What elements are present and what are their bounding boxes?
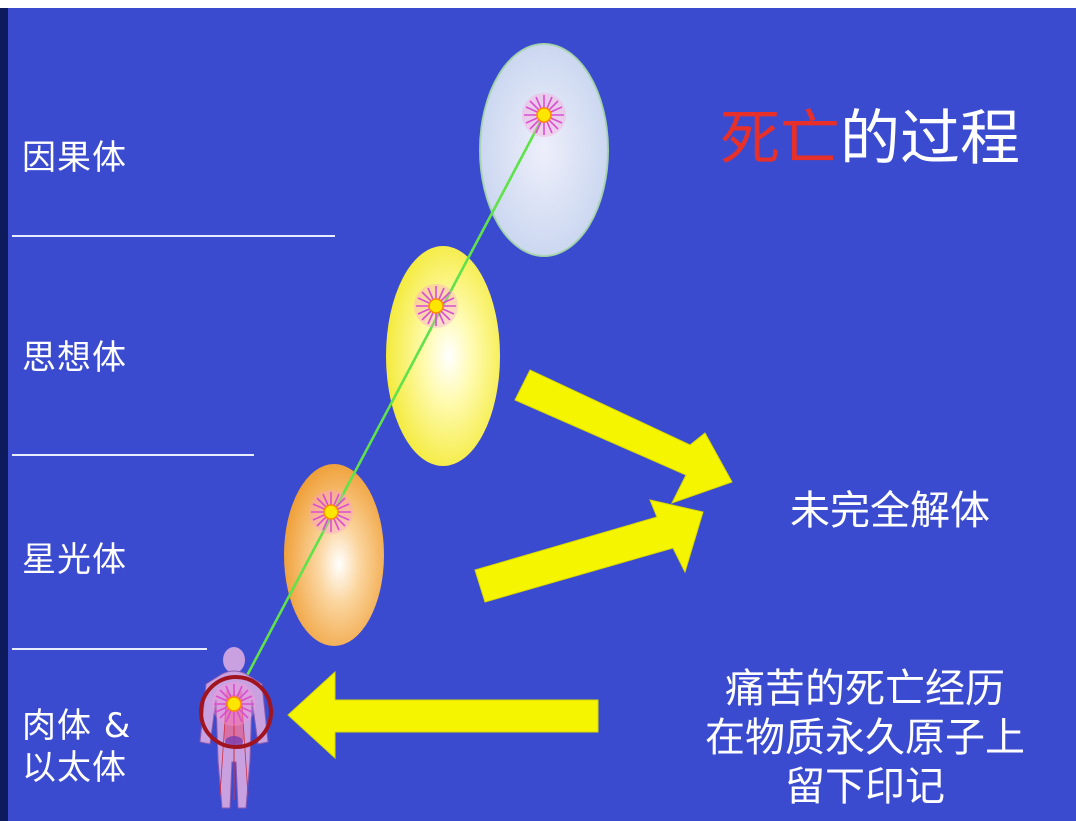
top-border <box>0 0 1076 8</box>
label-etheric-body: 以太体 <box>22 748 127 788</box>
label-mental-body: 思想体 <box>22 338 127 378</box>
connecting-cord <box>231 114 546 703</box>
separator-1 <box>12 235 335 237</box>
arrow-astral-to-undissolved <box>474 499 704 603</box>
separator-2 <box>12 454 254 456</box>
title-red-part: 死亡 <box>720 104 840 174</box>
arrow-mental-to-undissolved <box>514 369 733 504</box>
left-edge-bar <box>0 0 8 821</box>
title-white-part: 的过程 <box>840 104 1020 174</box>
undissolved-label: 未完全解体 <box>790 488 990 534</box>
highlight-circle <box>199 675 273 749</box>
arrow-to-physical-body <box>287 670 599 760</box>
astral-body-ellipse <box>284 464 384 646</box>
painful-death-line-1: 痛苦的死亡经历 <box>725 666 1005 712</box>
star-burst-icon <box>308 489 354 535</box>
human-figure-icon <box>199 647 269 809</box>
separator-3 <box>12 648 207 650</box>
star-burst-icon <box>521 92 567 138</box>
mental-body-ellipse <box>386 246 500 466</box>
painful-death-line-2: 在物质永久原子上 <box>705 715 1025 761</box>
star-burst-icon <box>413 283 459 329</box>
label-causal-body: 因果体 <box>22 138 127 178</box>
label-astral-body: 星光体 <box>22 540 127 580</box>
painful-death-line-3: 留下印记 <box>785 764 945 810</box>
star-burst-icon <box>211 681 257 727</box>
label-physical-body: 肉体 & <box>22 706 132 746</box>
causal-body-texture <box>480 44 608 256</box>
slide-title: 死亡的过程 <box>720 104 1020 174</box>
